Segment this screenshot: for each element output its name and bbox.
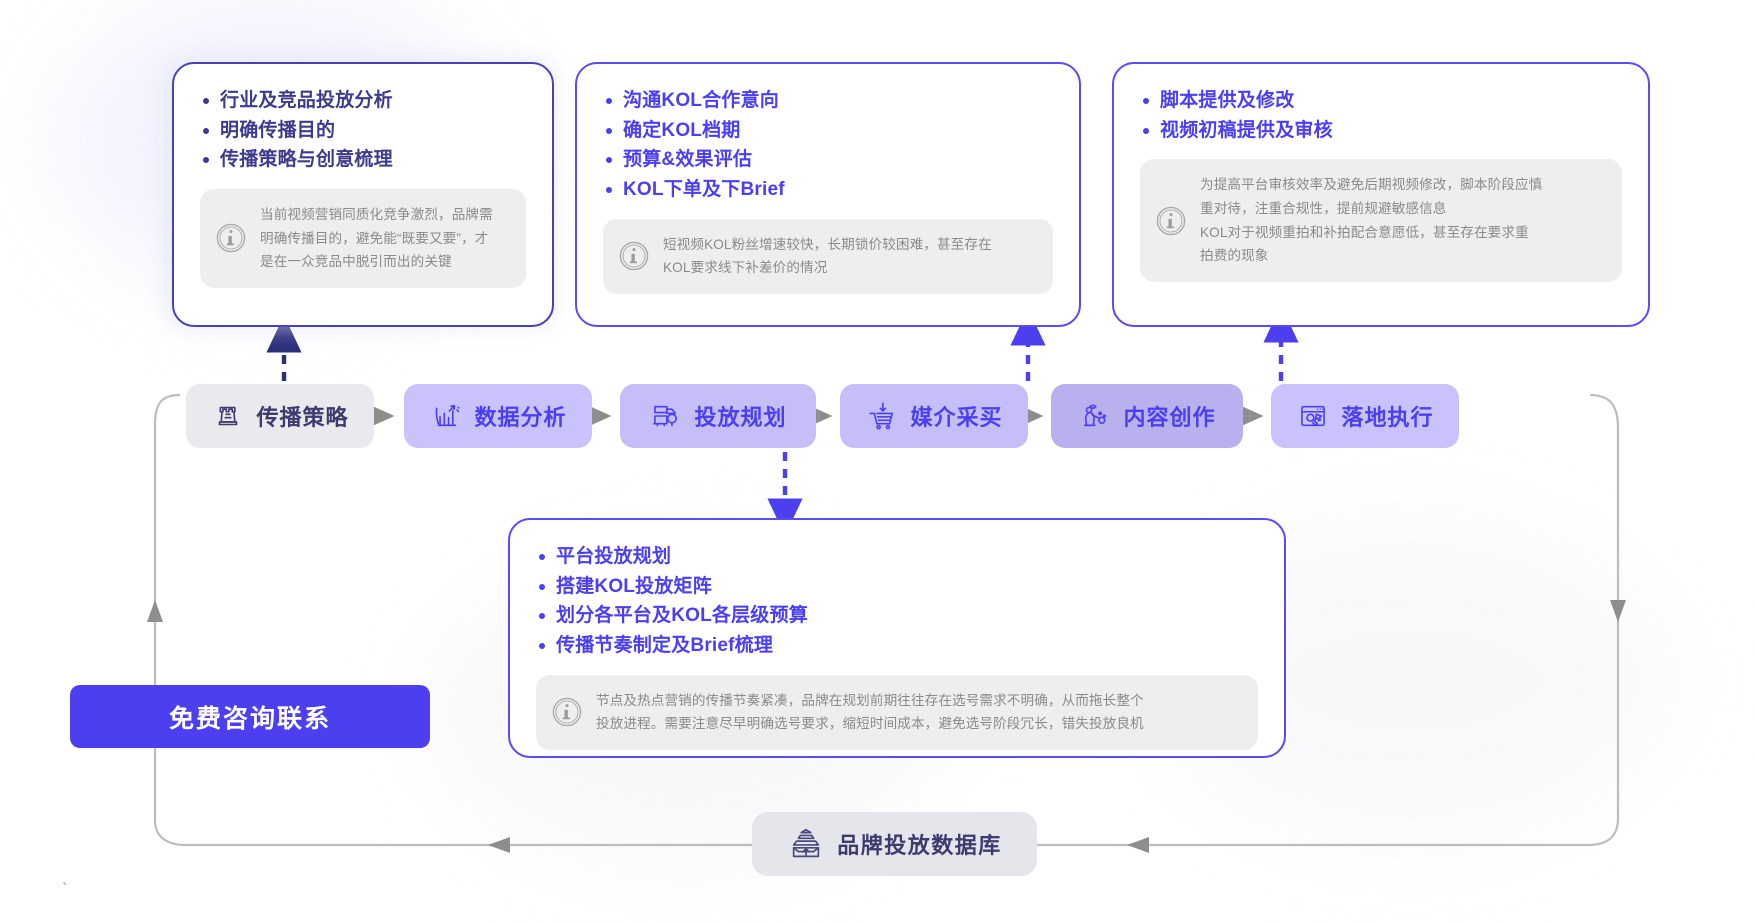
artist-icon <box>1084 404 1107 427</box>
media-buy-card-note-text: 短视频KOL粉丝增速较快，长期锁价较困难，甚至存在 KOL要求线下补差价的情况 <box>663 233 992 280</box>
note-line: 短视频KOL粉丝增速较快，长期锁价较困难，甚至存在 <box>663 236 992 252</box>
strategy-card-note: 当前视频营销同质化竞争激烈，品牌需 明确传播目的，避免能“既要又要”，才 是在一… <box>200 188 526 288</box>
list-item: 脚本提供及修改 <box>1140 86 1622 116</box>
pipeline-step-label: 投放规划 <box>694 405 787 430</box>
planning-card-note-text: 节点及热点营销的传播节奏紧凑，品牌在规划前期往往存在选号需求不明确，从而拖长整个… <box>596 689 1144 736</box>
note-line: 当前视频营销同质化竞争激烈，品牌需 <box>260 206 493 222</box>
browser-click-icon <box>1301 405 1326 427</box>
pipeline-step-label: 传播策略 <box>256 405 349 430</box>
list-item: KOL下单及下Brief <box>603 175 1053 205</box>
note-line: KOL对于视频重拍和补拍配合意愿低，甚至存在要求重 <box>1200 224 1529 240</box>
note-line: 节点及热点营销的传播节奏紧凑，品牌在规划前期往往存在选号需求不明确，从而拖长整个 <box>596 692 1144 708</box>
stray-backtick: ` <box>62 880 68 899</box>
media-buy-card[interactable]: 沟通KOL合作意向 确定KOL档期 预算&效果评估 KOL下单及下Brief 短… <box>575 62 1081 327</box>
planning-card-bullets: 平台投放规划 搭建KOL投放矩阵 划分各平台及KOL各层级预算 传播节奏制定及B… <box>536 542 1258 661</box>
bar-chart-icon <box>436 404 461 427</box>
content-card-bullets: 脚本提供及修改 视频初稿提供及审核 <box>1140 86 1622 145</box>
info-icon <box>216 224 246 253</box>
list-item: 确定KOL档期 <box>603 116 1053 146</box>
pipeline-step-execution[interactable]: 落地执行 <box>1271 384 1459 448</box>
list-item: 行业及竞品投放分析 <box>200 86 526 116</box>
list-item: 视频初稿提供及审核 <box>1140 116 1622 146</box>
list-item: 划分各平台及KOL各层级预算 <box>536 601 1258 631</box>
content-card[interactable]: 脚本提供及修改 视频初稿提供及审核 为提高平台审核效率及避免后期视频修改，脚本阶… <box>1112 62 1650 327</box>
info-icon <box>619 241 649 271</box>
shopping-cart-icon <box>869 402 894 430</box>
note-line: 为提高平台审核效率及避免后期视频修改，脚本阶段应慎 <box>1200 177 1543 193</box>
list-item: 预算&效果评估 <box>603 145 1053 175</box>
list-item: 沟通KOL合作意向 <box>603 86 1053 116</box>
pipeline-step-label: 落地执行 <box>1341 405 1434 430</box>
pipeline-step-media-buy[interactable]: 媒介采买 <box>840 384 1028 448</box>
chess-rook-icon <box>219 406 238 426</box>
pipeline-step-content-creation[interactable]: 内容创作 <box>1051 384 1243 448</box>
list-item: 明确传播目的 <box>200 116 526 146</box>
media-buy-card-note: 短视频KOL粉丝增速较快，长期锁价较困难，甚至存在 KOL要求线下补差价的情况 <box>603 218 1053 294</box>
list-item: 传播策略与创意梳理 <box>200 145 526 175</box>
content-card-note: 为提高平台审核效率及避免后期视频修改，脚本阶段应慎 重对待，注重合规性，提前规避… <box>1140 159 1622 282</box>
strategy-card[interactable]: 行业及竞品投放分析 明确传播目的 传播策略与创意梳理 当前视频营销同质化竞争激烈… <box>172 62 554 327</box>
content-card-note-text: 为提高平台审核效率及避免后期视频修改，脚本阶段应慎 重对待，注重合规性，提前规避… <box>1200 173 1542 268</box>
brand-database-label: 品牌投放数据库 <box>837 833 1002 858</box>
database-upload-icon <box>793 828 820 858</box>
note-line: 是在一众竞品中脱引而出的关键 <box>260 254 452 270</box>
list-item: 传播节奏制定及Brief梳理 <box>536 631 1258 661</box>
note-line: 明确传播目的，避免能“既要又要”，才 <box>260 230 489 246</box>
pipeline-step-planning[interactable]: 投放规划 <box>620 384 816 448</box>
pipeline-step-strategy[interactable]: 传播策略 <box>186 384 374 448</box>
strategy-card-note-text: 当前视频营销同质化竞争激烈，品牌需 明确传播目的，避免能“既要又要”，才 是在一… <box>260 203 493 274</box>
projector-icon <box>653 405 678 427</box>
free-consultation-button[interactable]: 免费咨询联系 <box>70 685 430 748</box>
pipeline-step-label: 内容创作 <box>1123 405 1216 430</box>
note-line: 拍费的现象 <box>1200 248 1269 264</box>
list-item: 搭建KOL投放矩阵 <box>536 572 1258 602</box>
pipeline-step-label: 媒介采买 <box>910 405 1003 430</box>
pipeline-step-data-analysis[interactable]: 数据分析 <box>404 384 592 448</box>
planning-card-note: 节点及热点营销的传播节奏紧凑，品牌在规划前期往往存在选号需求不明确，从而拖长整个… <box>536 674 1258 750</box>
info-icon <box>1156 206 1186 235</box>
pipeline-step-label: 数据分析 <box>474 405 567 430</box>
info-icon <box>552 697 582 727</box>
note-line: 重对待，注重合规性，提前规避敏感信息 <box>1200 200 1447 216</box>
brand-database-pill[interactable]: 品牌投放数据库 <box>752 812 1037 876</box>
media-buy-card-bullets: 沟通KOL合作意向 确定KOL档期 预算&效果评估 KOL下单及下Brief <box>603 86 1053 205</box>
list-item: 平台投放规划 <box>536 542 1258 572</box>
strategy-card-bullets: 行业及竞品投放分析 明确传播目的 传播策略与创意梳理 <box>200 86 526 175</box>
note-line: 投放进程。需要注意尽早明确选号要求，缩短时间成本，避免选号阶段冗长，错失投放良机 <box>596 716 1144 732</box>
note-line: KOL要求线下补差价的情况 <box>663 260 828 276</box>
planning-card[interactable]: 平台投放规划 搭建KOL投放矩阵 划分各平台及KOL各层级预算 传播节奏制定及B… <box>508 518 1286 758</box>
